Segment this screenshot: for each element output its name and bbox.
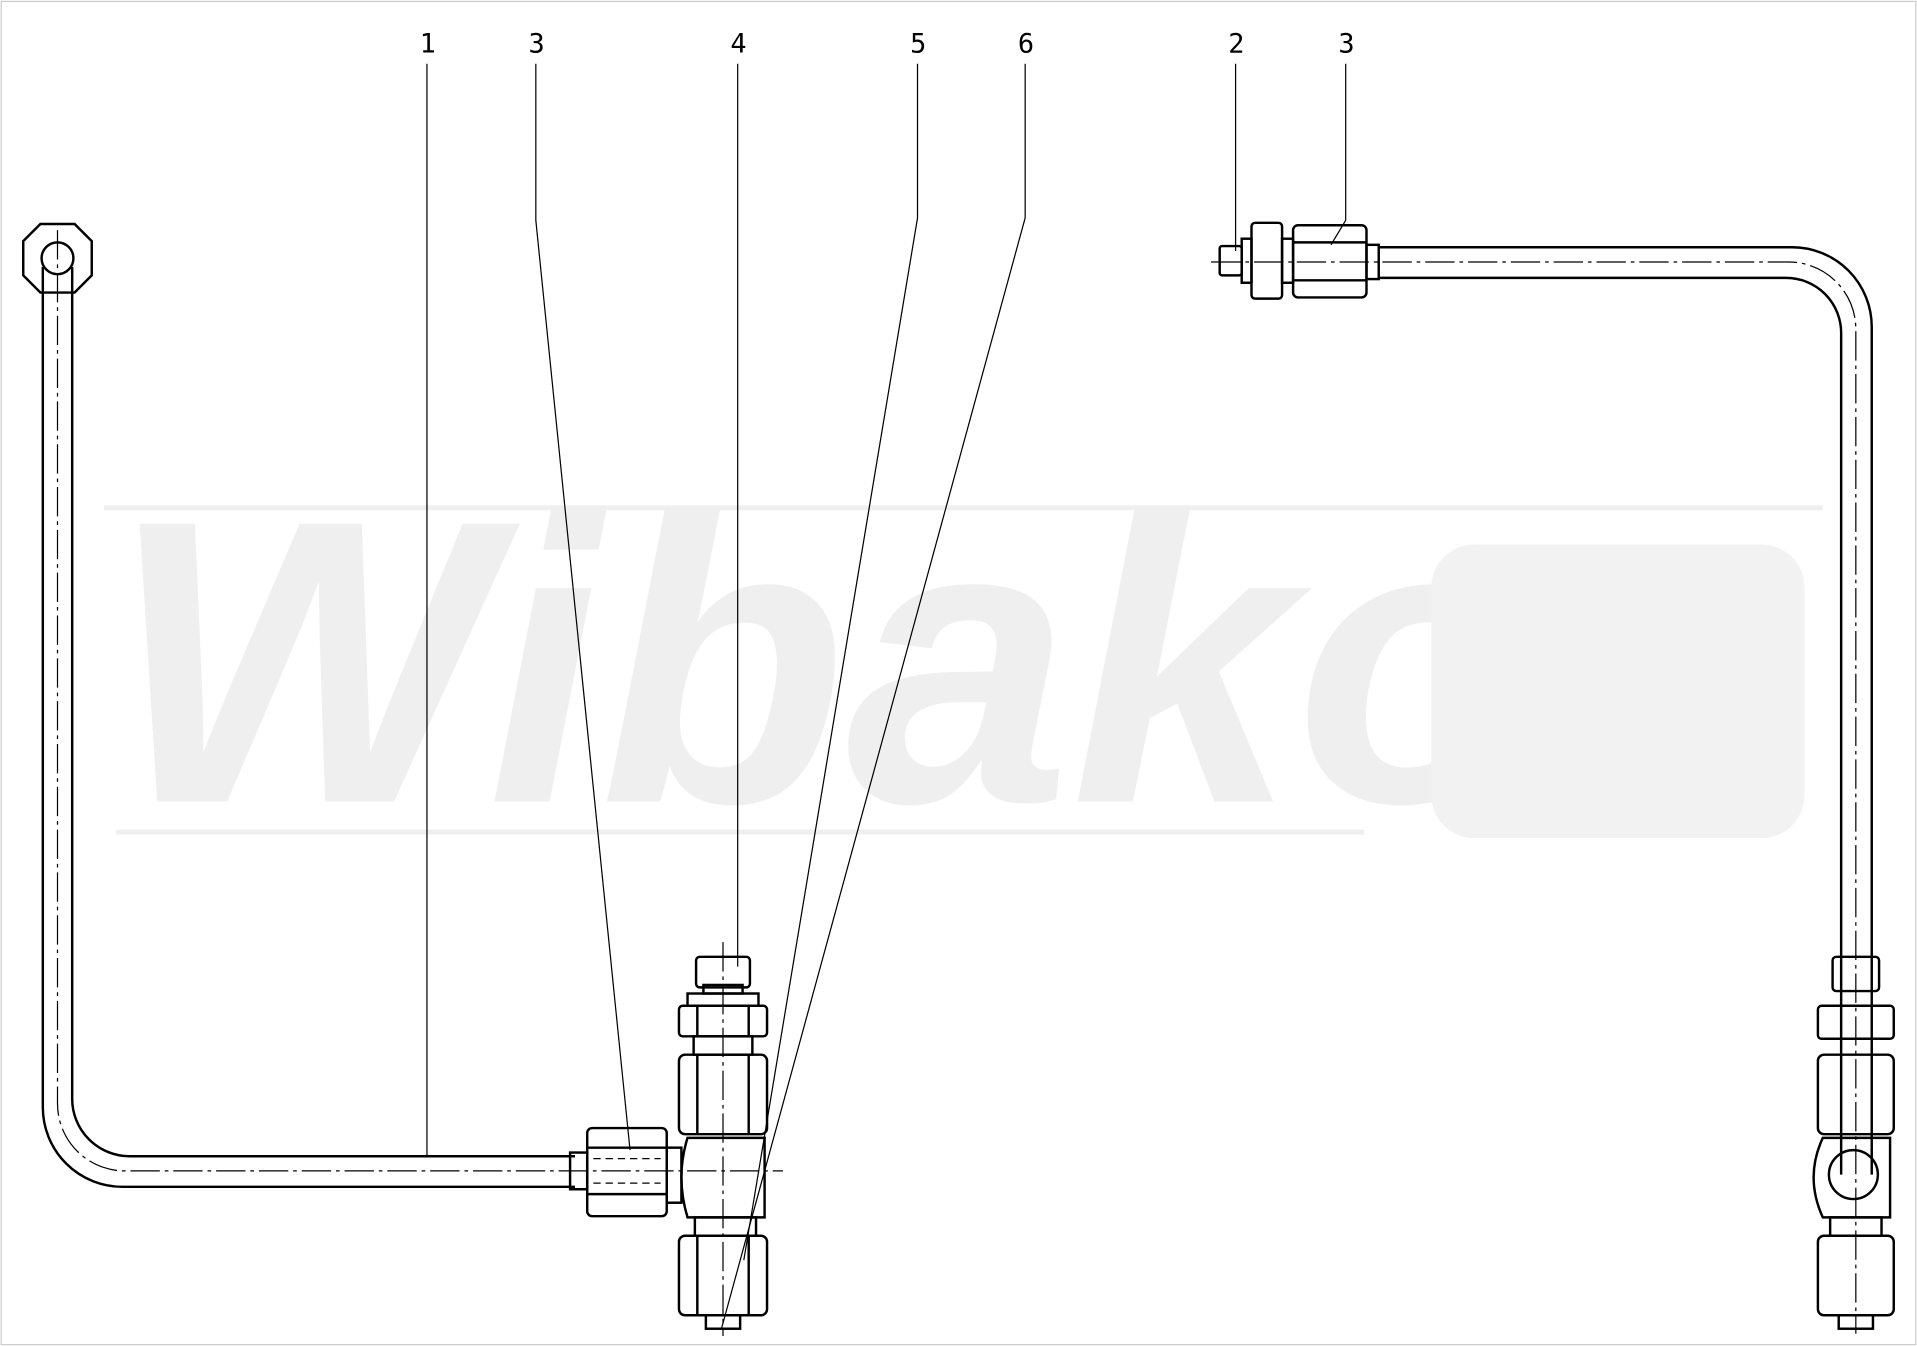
callout-5: 5: [910, 29, 926, 60]
pipe-inner: [70, 266, 575, 1158]
leader-line-6: [721, 63, 1026, 1328]
leader-line-3b: [1330, 63, 1347, 246]
watermark-text: Wibako: [110, 436, 1542, 887]
callout-1: 1: [420, 29, 436, 60]
left-pipe-assembly: [22, 222, 783, 1337]
callout-2: 2: [1228, 29, 1244, 60]
leader-line-3: [535, 63, 631, 1151]
right-pipe-assembly: [1211, 221, 1895, 1334]
pipe-outer: [41, 266, 575, 1189]
hex-nut-end: [22, 222, 93, 294]
watermark-logo: [1431, 544, 1805, 839]
pipe-outer-right: [1378, 246, 1873, 1175]
callout-4: 4: [730, 29, 746, 60]
leader-line-5: [743, 63, 919, 1261]
eye-fitting: [1827, 1148, 1880, 1201]
callout-3b: 3: [1338, 29, 1354, 60]
callout-6: 6: [1018, 29, 1034, 60]
upper-nut-right: [1816, 1053, 1895, 1136]
callout-3: 3: [528, 29, 544, 60]
callouts: 1 3 4 5 6 2 3: [420, 29, 1355, 1328]
watermark: Wibako: [103, 436, 1823, 887]
